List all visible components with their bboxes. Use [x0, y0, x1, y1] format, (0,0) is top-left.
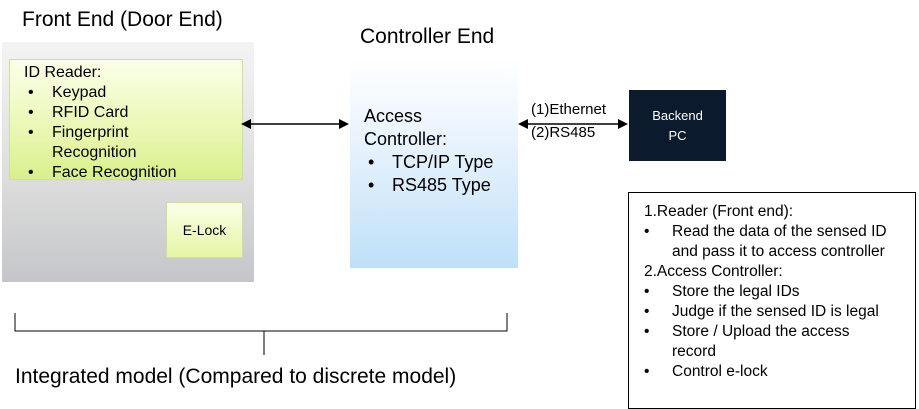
notes-item-store-ids: Store the legal IDs — [644, 282, 915, 302]
controller-heading: Access Controller: — [364, 106, 448, 149]
controller-type-list: TCP/IP Type RS485 Type — [364, 151, 518, 197]
notes-section1-list: Read the data of the sensed ID and pass … — [644, 222, 915, 262]
elock-label: E-Lock — [182, 222, 227, 238]
controller-item-tcpip: TCP/IP Type — [364, 151, 518, 174]
elock-box: E-Lock — [166, 202, 243, 258]
controller-item-rs485: RS485 Type — [364, 174, 518, 197]
reader-item-fingerprint: Fingerprint Recognition — [24, 123, 172, 163]
front-end-title: Front End (Door End) — [22, 8, 223, 31]
backend-pc-line2: PC — [668, 127, 687, 143]
notes-box: 1.Reader (Front end): Read the data of t… — [628, 192, 916, 409]
integration-bracket — [14, 313, 508, 355]
diagram-caption: Integrated model (Compared to discrete m… — [15, 365, 457, 388]
id-reader-box: ID Reader: Keypad RFID Card Fingerprint … — [9, 59, 243, 183]
id-reader-list: Keypad RFID Card Fingerprint Recognition… — [24, 83, 242, 183]
access-controller-box: Access Controller: TCP/IP Type RS485 Typ… — [350, 58, 518, 268]
reader-item-rfid-card: RFID Card — [24, 103, 242, 123]
id-reader-title: ID Reader: — [24, 64, 102, 81]
notes-section2-title: 2.Access Controller: — [644, 263, 783, 280]
backend-pc-line1: Backend — [652, 107, 703, 123]
notes-item-control-elock: Control e-lock — [644, 362, 915, 382]
notes-section1-title: 1.Reader (Front end): — [644, 203, 794, 220]
controller-end-title: Controller End — [360, 25, 495, 48]
reader-item-face-recognition: Face Recognition — [24, 163, 242, 183]
ethernet-label: (1)Ethernet — [531, 101, 607, 118]
backend-pc-box: Backend PC — [629, 90, 726, 161]
reader-item-keypad: Keypad — [24, 83, 242, 103]
notes-item-judge-id: Judge if the sensed ID is legal — [644, 302, 915, 322]
notes-section2-list: Store the legal IDs Judge if the sensed … — [644, 282, 915, 382]
notes-section1-item: Read the data of the sensed ID and pass … — [644, 222, 892, 262]
notes-item-store-upload: Store / Upload the access record — [644, 322, 887, 362]
